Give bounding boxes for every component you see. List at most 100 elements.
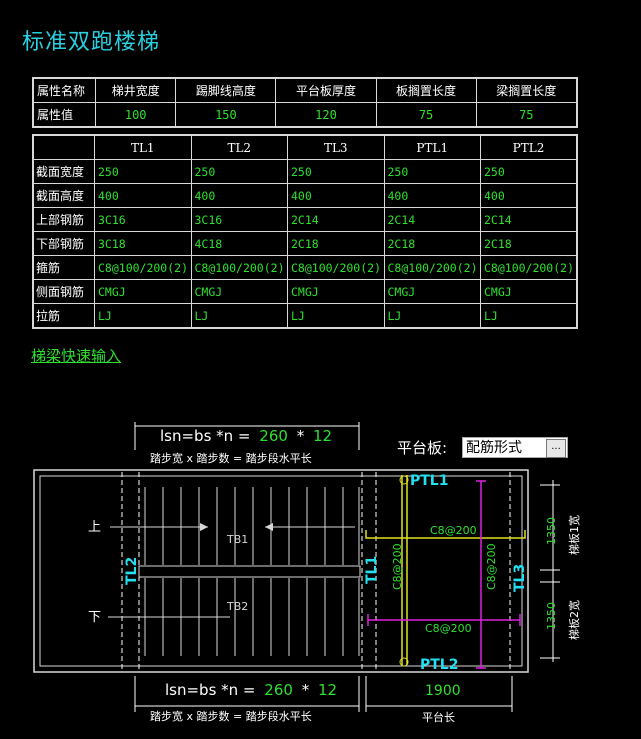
attribute-value-label: 属性值 xyxy=(32,102,96,128)
ptl2-label: PTL2 xyxy=(420,657,458,673)
stair-outline xyxy=(33,469,529,673)
platform-label: 平台板: xyxy=(397,439,448,457)
attribute-header: 板搁置长度 xyxy=(375,77,477,103)
beam-cell[interactable]: 400 xyxy=(480,183,578,208)
down-label: 下 xyxy=(88,610,101,625)
beam-row-label: 拉筋 xyxy=(32,303,95,329)
beam-cell[interactable]: CMGJ xyxy=(190,279,288,304)
beam-cell[interactable]: 3C16 xyxy=(94,207,192,232)
beam-header-row: TL1 TL2 TL3 PTL1 PTL2 xyxy=(32,134,578,160)
rebar-yellow-end-top xyxy=(399,475,409,485)
quick-input-link[interactable]: 梯梁快速输入 xyxy=(31,347,122,365)
beam-corner-cell xyxy=(32,134,95,160)
rebar-yellow-top xyxy=(365,530,526,539)
beam-row: 侧面钢筋 CMGJ CMGJ CMGJ CMGJ CMGJ xyxy=(32,279,578,304)
beam-column-header: TL3 xyxy=(287,134,385,160)
rebar-yellow-end-bottom xyxy=(399,657,409,667)
tb1-steps xyxy=(144,487,360,565)
attribute-value-row: 属性值 100 150 120 75 75 xyxy=(32,102,578,128)
beam-cell[interactable]: C8@100/200(2) xyxy=(383,255,481,280)
beam-cell[interactable]: LJ xyxy=(94,303,192,329)
attribute-header: 梁搁置长度 xyxy=(475,77,578,103)
beam-cell[interactable]: CMGJ xyxy=(383,279,481,304)
beam-cell[interactable]: 2C14 xyxy=(383,207,481,232)
tl3-label: TL3 xyxy=(512,564,528,592)
rebar-vert-right-label: C8@200 xyxy=(485,543,498,590)
beam-column-header: PTL2 xyxy=(480,134,578,160)
beam-cell[interactable]: 2C18 xyxy=(287,231,385,256)
tb1-label: TB1 xyxy=(226,533,248,546)
attribute-value-cell[interactable]: 100 xyxy=(94,102,177,128)
beam-row-label: 下部钢筋 xyxy=(32,231,95,256)
up-label: 上 xyxy=(88,520,101,535)
stair-plan-drawing: lsn=bs *n = 260 * 12 踏步宽 x 踏步数 = 踏步段水平长 … xyxy=(33,422,581,724)
beam-cell[interactable]: 250 xyxy=(287,159,385,184)
beam-cell[interactable]: 400 xyxy=(94,183,192,208)
beam-cell[interactable]: 250 xyxy=(190,159,288,184)
beam-cell[interactable]: CMGJ xyxy=(480,279,578,304)
width1-caption: 梯板1宽 xyxy=(567,515,581,555)
rebar-magenta-horizontal xyxy=(367,614,521,626)
attribute-value-cell[interactable]: 120 xyxy=(275,102,377,128)
more-options-button[interactable]: ... xyxy=(546,439,566,458)
beam-table: TL1 TL2 TL3 PTL1 PTL2 截面宽度 250 250 250 2… xyxy=(32,134,578,329)
attribute-value-cell[interactable]: 75 xyxy=(475,102,578,128)
beam-cell[interactable]: 400 xyxy=(287,183,385,208)
attribute-value-cell[interactable]: 75 xyxy=(375,102,477,128)
beam-cell[interactable]: 400 xyxy=(190,183,288,208)
up-arrow-head xyxy=(200,523,208,531)
beam-cell[interactable]: 2C14 xyxy=(287,207,385,232)
attribute-name-label: 属性名称 xyxy=(32,77,96,103)
width2-caption: 梯板2宽 xyxy=(567,600,581,640)
beam-row-label: 截面高度 xyxy=(32,183,95,208)
beam-cell[interactable]: 2C18 xyxy=(480,231,578,256)
beam-cell[interactable]: 3C18 xyxy=(94,231,192,256)
rebar-bottom-label: C8@200 xyxy=(425,622,472,635)
beam-cell[interactable]: 3C16 xyxy=(190,207,288,232)
ptl1-label: PTL1 xyxy=(410,473,448,489)
beam-cell[interactable]: 2C14 xyxy=(480,207,578,232)
beam-row: 箍筋 C8@100/200(2) C8@100/200(2) C8@100/20… xyxy=(32,255,578,280)
rebar-yellow-vertical xyxy=(401,475,408,665)
beam-cell[interactable]: 2C18 xyxy=(383,231,481,256)
beam-cell[interactable]: LJ xyxy=(480,303,578,329)
beam-cell[interactable]: C8@100/200(2) xyxy=(94,255,192,280)
formula-caption-bottom: 踏步宽 x 踏步数 = 踏步段水平长 xyxy=(150,709,312,723)
tl1-label: TL1 xyxy=(364,556,380,584)
beam-cell[interactable]: CMGJ xyxy=(287,279,385,304)
beam-cell[interactable]: LJ xyxy=(190,303,288,329)
rebar-top-label: C8@200 xyxy=(430,524,477,537)
beam-cell[interactable]: C8@100/200(2) xyxy=(480,255,578,280)
beam-cell[interactable]: CMGJ xyxy=(94,279,192,304)
beam-cell[interactable]: 250 xyxy=(383,159,481,184)
rebar-magenta-vertical xyxy=(476,480,486,669)
beam-cell[interactable]: 250 xyxy=(480,159,578,184)
beam-row-label: 截面宽度 xyxy=(32,159,95,184)
platform-length-value: 1900 xyxy=(425,683,461,699)
beam-row: 拉筋 LJ LJ LJ LJ LJ xyxy=(32,303,578,329)
attribute-value-cell[interactable]: 150 xyxy=(175,102,277,128)
right-dimension-lines xyxy=(540,480,560,662)
beam-cell[interactable]: 250 xyxy=(94,159,192,184)
beam-row-label: 侧面钢筋 xyxy=(32,279,95,304)
formula-text-top: lsn=bs *n = 260 * 12 xyxy=(160,427,332,445)
attribute-header: 踢脚线高度 xyxy=(175,77,277,103)
platform-select-value: 配筋形式 xyxy=(466,440,522,456)
beam-cell[interactable]: LJ xyxy=(287,303,385,329)
beam-cell[interactable]: 400 xyxy=(383,183,481,208)
beam-cell[interactable]: 4C18 xyxy=(190,231,288,256)
beam-row: 截面高度 400 400 400 400 400 xyxy=(32,183,578,208)
tb2-label: TB2 xyxy=(226,600,248,613)
beam-row: 上部钢筋 3C16 3C16 2C14 2C14 2C14 xyxy=(32,207,578,232)
beam-column-header: TL2 xyxy=(190,134,288,160)
beam-cell[interactable]: C8@100/200(2) xyxy=(190,255,288,280)
beam-cell[interactable]: C8@100/200(2) xyxy=(287,255,385,280)
beam-cell[interactable]: LJ xyxy=(383,303,481,329)
platform-rebar-select[interactable]: 配筋形式 ... xyxy=(462,437,568,458)
formula-bracket-top xyxy=(134,422,360,450)
page-title: 标准双跑楼梯 xyxy=(22,30,161,55)
attribute-header-row: 属性名称 梯井宽度 踢脚线高度 平台板厚度 板搁置长度 梁搁置长度 xyxy=(32,77,578,103)
beam-row-label: 上部钢筋 xyxy=(32,207,95,232)
formula-caption-top: 踏步宽 x 踏步数 = 踏步段水平长 xyxy=(150,451,312,465)
platform-dimension-lines xyxy=(365,676,513,712)
